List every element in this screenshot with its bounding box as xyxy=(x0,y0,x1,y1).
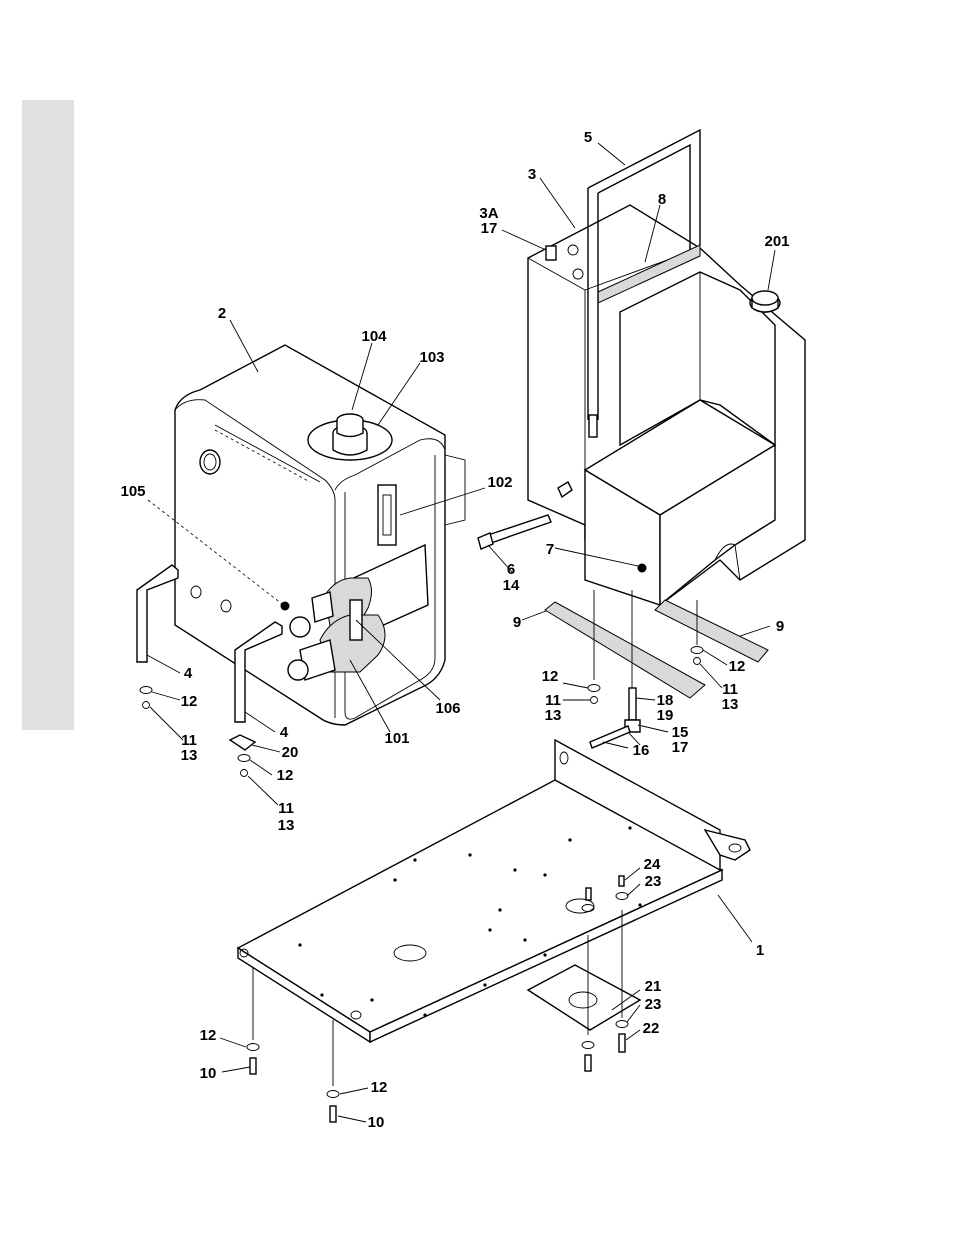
callout-21: 21 xyxy=(645,978,662,995)
fuel-fitting xyxy=(478,515,551,549)
callout-12-c: 12 xyxy=(542,668,559,685)
callout-101: 101 xyxy=(384,730,409,747)
callout-7: 7 xyxy=(546,541,554,558)
callout-5: 5 xyxy=(584,129,592,146)
callout-23-a: 23 xyxy=(645,873,662,890)
callout-3: 3 xyxy=(528,166,536,183)
callout-4-left: 4 xyxy=(184,665,193,682)
callout-103: 103 xyxy=(419,349,444,366)
callout-22: 22 xyxy=(643,1020,660,1037)
callout-1: 1 xyxy=(756,942,764,959)
callout-10-b: 10 xyxy=(368,1114,385,1131)
fuel-valve xyxy=(590,688,640,748)
callout-10-a: 10 xyxy=(200,1065,217,1082)
callout-16: 16 xyxy=(633,742,650,759)
hydraulic-tank xyxy=(175,345,465,725)
strap-clip xyxy=(230,735,255,750)
callout-12-b: 12 xyxy=(277,767,294,784)
callout-8: 8 xyxy=(658,191,666,208)
mount-point-dot xyxy=(638,564,647,573)
callout-105: 105 xyxy=(120,483,145,500)
callout-106: 106 xyxy=(435,700,460,717)
callout-201: 201 xyxy=(764,233,789,250)
fuel-cap xyxy=(750,291,780,312)
callout-24: 24 xyxy=(644,856,661,873)
callout-20: 20 xyxy=(282,744,299,761)
callout-12-d: 12 xyxy=(729,658,746,675)
base-plate xyxy=(238,740,750,1042)
callout-9-right: 9 xyxy=(776,618,784,635)
callout-12-f: 12 xyxy=(371,1079,388,1096)
callout-2: 2 xyxy=(218,305,226,322)
callout-23-b: 23 xyxy=(645,996,662,1013)
strap-pad-right xyxy=(655,600,768,662)
callout-104: 104 xyxy=(361,328,387,345)
callout-12-e: 12 xyxy=(200,1027,217,1044)
callout-4-right: 4 xyxy=(280,724,289,741)
callout-9-left: 9 xyxy=(513,614,521,631)
callout-12-a: 12 xyxy=(181,693,198,710)
callout-102: 102 xyxy=(487,474,512,491)
